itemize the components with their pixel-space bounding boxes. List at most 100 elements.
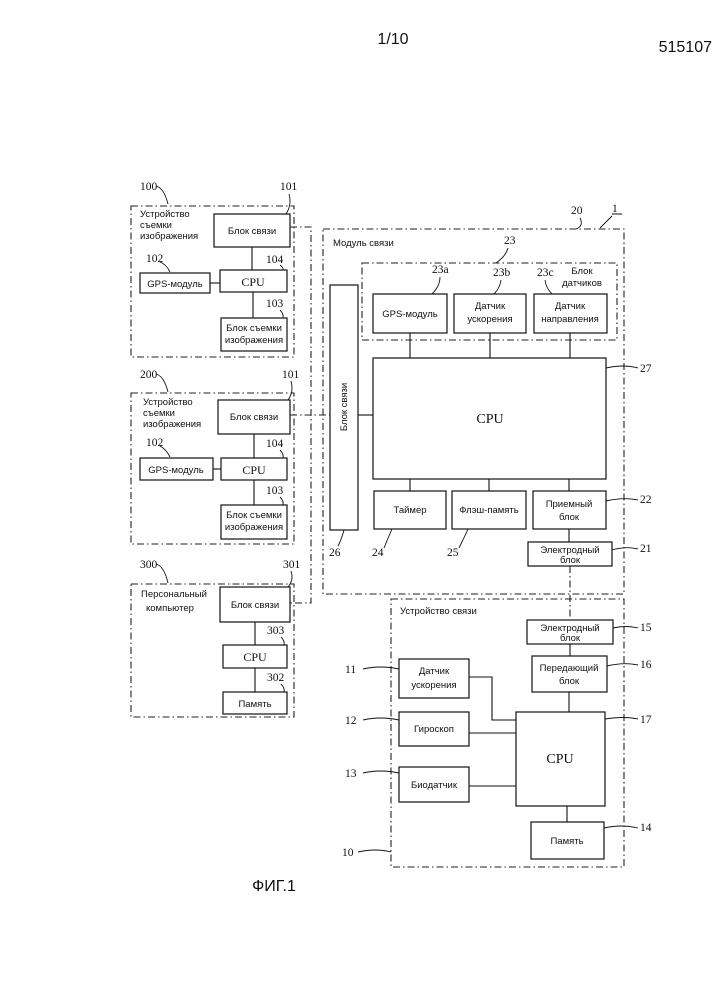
device-accel-label-2: ускорения <box>411 680 456 691</box>
device-100-title-3: изображения <box>140 231 198 242</box>
page-number: 1/10 <box>377 31 408 48</box>
ref-14: 14 <box>640 822 652 834</box>
ref-23c: 23c <box>537 267 554 279</box>
ref-102-a: 102 <box>146 253 164 265</box>
device-200-title-3: изображения <box>143 419 201 430</box>
leader-301 <box>288 571 292 587</box>
leader-16 <box>607 664 638 666</box>
module-direction-label-1: Датчик <box>555 301 586 312</box>
leader-101-b <box>288 381 292 400</box>
sensor-unit-title-2: датчиков <box>562 278 602 289</box>
ref-15: 15 <box>640 622 652 634</box>
ref-104-b: 104 <box>266 438 284 450</box>
leader-302 <box>281 684 284 692</box>
module-accel-label-1: Датчик <box>475 301 506 312</box>
ref-103-a: 103 <box>266 298 284 310</box>
ref-13: 13 <box>345 768 357 780</box>
leader-17 <box>605 718 638 720</box>
ref-100: 100 <box>140 181 158 193</box>
leader-200 <box>156 374 168 392</box>
ref-23: 23 <box>504 235 516 247</box>
leader-22 <box>606 499 638 501</box>
receiver-block <box>533 491 606 529</box>
device-100-camera-label-2: изображения <box>225 335 283 346</box>
flash-memory-label: Флэш-память <box>459 505 519 516</box>
gyroscope-label: Гироскоп <box>414 724 454 735</box>
transmitter-label-2: блок <box>559 676 580 687</box>
leader-23a <box>432 277 440 294</box>
device-10: Устройство связи 10 Электродный блок 15 … <box>342 599 652 867</box>
ref-303: 303 <box>267 625 285 637</box>
module-accel-label-2: ускорения <box>467 314 512 325</box>
leader-15 <box>613 627 638 629</box>
leader-26 <box>338 530 344 546</box>
ref-12: 12 <box>345 715 357 727</box>
leader-23b <box>494 280 501 294</box>
ref-200: 200 <box>140 369 158 381</box>
leader-23c <box>545 280 552 294</box>
device-300-comm-label: Блок связи <box>231 600 279 611</box>
device-200-title-1: Устройство <box>143 397 193 408</box>
ref-302: 302 <box>267 672 285 684</box>
device-accel-label-1: Датчик <box>419 666 450 677</box>
ref-10: 10 <box>342 847 354 859</box>
module-gps-label: GPS-модуль <box>382 309 437 320</box>
ref-300: 300 <box>140 559 158 571</box>
device-accel-block <box>399 659 469 698</box>
device-10-title: Устройство связи <box>400 606 477 617</box>
module-20: 20 1 Модуль связи Блок связи 26 23 Блок … <box>323 203 652 594</box>
receiver-label-1: Приемный <box>546 499 593 510</box>
module-20-comm-label: Блок связи <box>339 383 350 431</box>
leader-100 <box>156 186 168 204</box>
ref-27: 27 <box>640 363 652 375</box>
device-electrode-label-2: блок <box>560 633 581 644</box>
device-memory-label: Память <box>550 836 583 847</box>
ref-26: 26 <box>329 547 341 559</box>
ref-1: 1 <box>612 203 618 215</box>
leader-1 <box>600 214 622 228</box>
ref-101-b: 101 <box>282 369 300 381</box>
device-100-gps-label: GPS-модуль <box>147 279 202 290</box>
device-200-title-2: съемки <box>143 408 175 419</box>
device-200-camera-label-2: изображения <box>225 522 283 533</box>
device-200-cpu-label: CPU <box>242 463 266 477</box>
leader-103-a <box>280 310 283 318</box>
leader-300 <box>156 564 168 583</box>
leader-27 <box>606 366 638 368</box>
ref-17: 17 <box>640 714 652 726</box>
device-100-title-1: Устройство <box>140 209 190 220</box>
leader-13 <box>363 771 399 773</box>
ref-102-b: 102 <box>146 437 164 449</box>
leader-11 <box>363 667 399 669</box>
device-100-cpu-label: CPU <box>241 275 265 289</box>
ref-16: 16 <box>640 659 652 671</box>
device-200: 200 Устройство съемки изображения Блок с… <box>131 369 300 544</box>
device-300-title-2: компьютер <box>146 603 194 614</box>
device-200-camera-label-1: Блок съемки <box>226 510 282 521</box>
device-100: 100 Устройство съемки изображения Блок с… <box>131 181 298 357</box>
ref-21: 21 <box>640 543 652 555</box>
module-cpu-label: CPU <box>476 412 503 427</box>
wire-accel-cpu-device <box>469 677 516 720</box>
module-electrode-label-2: блок <box>560 555 581 566</box>
ref-11: 11 <box>345 664 356 676</box>
device-200-gps-label: GPS-модуль <box>148 465 203 476</box>
device-100-title-2: съемки <box>140 220 172 231</box>
leader-104-b <box>280 450 283 458</box>
ref-101-a: 101 <box>280 181 298 193</box>
leader-21 <box>612 548 638 550</box>
document-number: 515107 <box>659 39 712 56</box>
module-direction-label-2: направления <box>541 314 599 325</box>
leader-24 <box>384 529 392 548</box>
ref-103-b: 103 <box>266 485 284 497</box>
leader-23 <box>496 248 508 263</box>
biosensor-label: Биодатчик <box>411 780 458 791</box>
device-300-cpu-label: CPU <box>243 650 267 664</box>
leader-25 <box>459 529 468 548</box>
device-100-comm-label: Блок связи <box>228 226 276 237</box>
figure-label: ФИГ.1 <box>252 878 296 895</box>
transmitter-label-1: Передающий <box>540 663 599 674</box>
device-100-camera-label-1: Блок съемки <box>226 323 282 334</box>
sensor-unit-title-1: Блок <box>571 266 593 277</box>
